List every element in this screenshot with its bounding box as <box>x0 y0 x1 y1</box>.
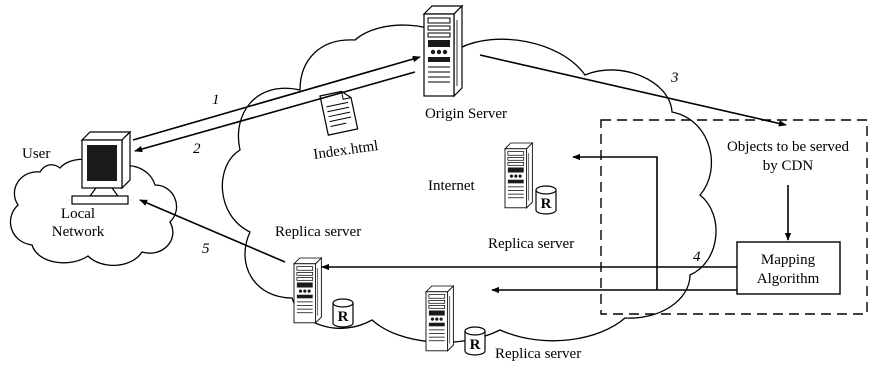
objects-label-1: Objects to be served <box>727 139 850 155</box>
origin-server-icon <box>423 5 463 97</box>
arrow-step-1 <box>132 55 421 141</box>
replica-server-left-icon <box>293 257 322 324</box>
local-network-label-1: Local <box>61 206 95 222</box>
replica-server-left-label: Replica server <box>275 224 361 240</box>
replica-disk-left-icon: R <box>332 298 354 328</box>
objects-label-2: by CDN <box>763 158 814 174</box>
arrow-step-3 <box>479 54 787 127</box>
arrow-step-2 <box>134 71 416 153</box>
replica-disk-mid-icon: R <box>535 185 557 215</box>
step-5-label: 5 <box>202 241 210 257</box>
arrow-step-5 <box>139 199 286 263</box>
desktop-computer-icon <box>71 130 132 205</box>
user-label: User <box>22 146 50 162</box>
mapping-label-2: Algorithm <box>757 271 820 287</box>
internet-label: Internet <box>428 178 475 194</box>
replica-mark-left: R <box>338 309 349 325</box>
replica-disk-bottom-icon: R <box>464 326 486 356</box>
local-network-label-2: Network <box>52 224 105 240</box>
replica-mark-mid: R <box>541 196 552 212</box>
cdn-dashed-box <box>600 119 868 315</box>
origin-server-label: Origin Server <box>425 106 507 122</box>
replica-server-mid-icon <box>504 142 533 209</box>
arrow-to-replica-mid <box>572 153 658 290</box>
replica-mark-bottom: R <box>470 337 481 353</box>
step-4-label: 4 <box>693 249 701 265</box>
mapping-label-1: Mapping <box>761 252 816 268</box>
replica-server-mid-label: Replica server <box>488 236 574 252</box>
step-2-label: 2 <box>193 141 201 157</box>
step-1-label: 1 <box>212 92 220 108</box>
document-icon <box>319 90 359 136</box>
replica-server-bottom-label: Replica server <box>495 346 581 362</box>
replica-server-bottom-icon <box>425 285 454 352</box>
mapping-algorithm-box <box>736 241 841 295</box>
step-3-label: 3 <box>670 70 679 86</box>
